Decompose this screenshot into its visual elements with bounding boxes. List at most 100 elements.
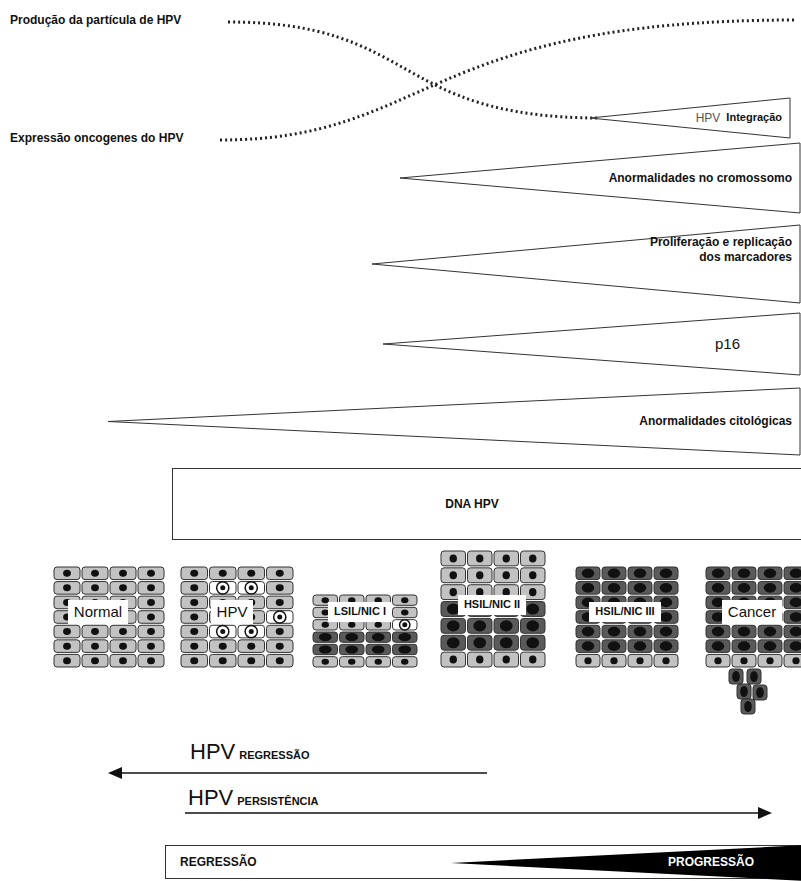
nucleus [529,588,536,596]
cell [468,568,493,583]
nucleus [402,622,407,627]
nucleus [503,571,510,579]
nucleus [634,583,646,593]
nucleus [375,659,382,665]
nucleus [740,686,748,697]
nucleus [476,554,483,562]
cell [54,567,80,580]
cell [267,654,294,667]
cell [181,654,208,667]
nucleus [147,614,155,621]
cell [82,654,108,667]
cell [181,625,208,638]
cell [576,654,600,667]
nucleus [450,588,457,596]
cell [576,640,600,653]
marker-wedge: p16 [383,313,800,375]
cell [441,568,466,583]
stage-label: Cancer [722,600,782,624]
nucleus [348,659,355,665]
nucleus [529,571,536,579]
nucleus [750,671,758,682]
cell [313,657,338,667]
cell [54,625,80,638]
annotation-label: Expressão oncogenes do HPV [10,132,183,145]
cell [210,640,237,653]
nucleus [119,657,127,664]
cell [741,699,755,714]
cell [313,632,338,642]
nucleus [712,568,724,578]
cell [267,582,294,595]
nucleus [147,628,155,635]
nucleus [660,612,672,622]
nucleus [529,554,536,562]
cell [238,640,265,653]
nucleus [91,657,99,664]
cell [494,568,519,583]
nucleus [447,620,460,631]
node-text: HPV [696,111,721,125]
cell [706,654,730,667]
cell [602,567,626,580]
cell [267,567,294,580]
cell [110,625,136,638]
cell [654,640,678,653]
node-text: HPV [217,603,248,621]
nucleus [190,584,198,591]
nucleus [660,641,672,651]
node-text: Anormalidades citológicas [639,414,792,428]
cell [758,654,782,667]
cell [393,620,418,630]
nucleus [190,599,198,606]
cell [181,640,208,653]
nucleus [345,633,358,641]
cell [706,625,730,638]
node-text: Proliferação e replicação dos marcadores [637,235,792,264]
nucleus [608,583,620,593]
node-text: Normal [74,603,122,621]
nucleus [660,583,672,593]
nucleus [322,622,329,628]
cell [110,654,136,667]
koilocyte-halo [245,625,257,637]
nucleus [372,633,385,641]
marker-wedge: Anormalidades no cromossomo [400,143,800,213]
nucleus [398,633,411,641]
cell [238,654,265,667]
cell [654,582,678,595]
stage-label: HSIL/NIC II [458,595,526,614]
node-text: Integração [726,111,782,124]
nucleus [91,628,99,635]
nucleus [608,627,620,637]
cell [181,582,208,595]
cell [441,551,466,566]
nucleus [450,554,457,562]
nucleus [473,620,486,631]
wedge-outline [590,98,790,138]
node-text: PROGRESSÃO [668,855,754,869]
nucleus [526,637,539,648]
nucleus [147,599,155,606]
nucleus [634,641,646,651]
nucleus [276,628,284,635]
nucleus [714,657,721,664]
nucleus [91,570,99,577]
cell [441,635,466,650]
cell [784,596,801,609]
nucleus [756,687,764,698]
nucleus [792,657,799,664]
nucleus [119,643,127,650]
nucleus [63,657,71,664]
nucleus [662,657,669,664]
arrow-head [108,767,122,779]
cell [138,640,164,653]
stage-label: HSIL/NIC III [589,602,660,621]
cell [393,595,418,605]
wedge-outline [383,313,800,375]
nucleus [582,641,594,651]
cell [706,582,730,595]
nucleus [582,568,594,578]
nucleus [276,643,284,650]
cell [784,567,801,580]
